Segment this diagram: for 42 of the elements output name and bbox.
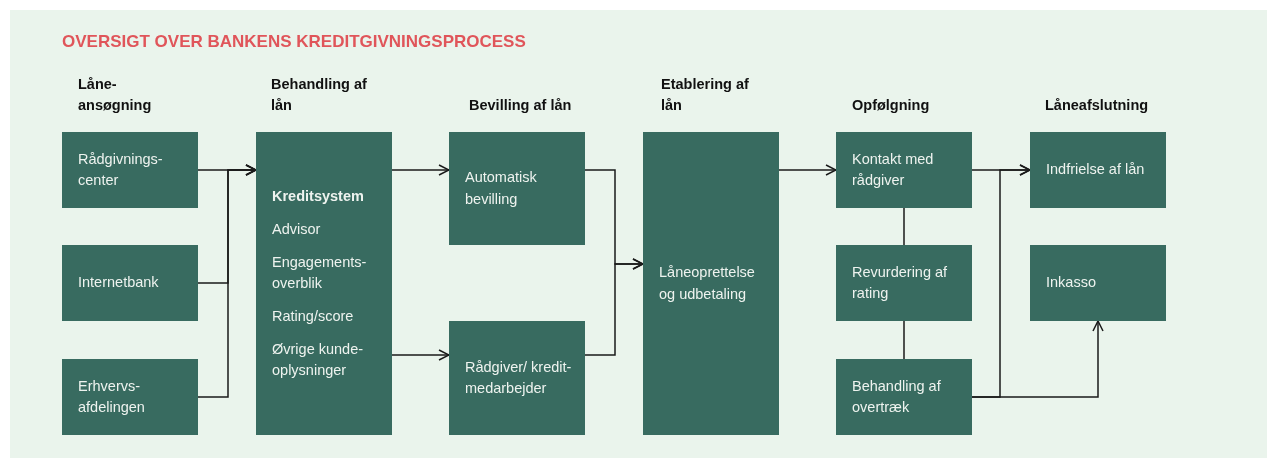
column-heading: Låneafslutning [1045, 96, 1150, 115]
box-text: Behandling af overtræk [852, 377, 942, 417]
box-text: Internetbank [78, 273, 160, 293]
arrow [391, 164, 450, 176]
box-text: Rating/score [272, 307, 355, 326]
connector-line [903, 320, 905, 360]
process-box [449, 321, 585, 435]
column-heading: Behandling af lån [271, 74, 368, 115]
process-box [62, 245, 198, 321]
diagram-title: OVERSIGT OVER BANKENS KREDITGIVNINGSPROCESS [62, 32, 526, 52]
box-text: Rådgivnings-center [78, 150, 164, 190]
box-text: Inkasso [1046, 273, 1097, 293]
process-box [1030, 245, 1166, 321]
box-text: Rådgiver/ kredit-medarbejder [465, 358, 573, 398]
arrow [584, 258, 644, 356]
process-box [62, 359, 198, 435]
process-box [836, 245, 972, 321]
process-box [836, 132, 972, 208]
box-text: Revurdering af rating [852, 263, 949, 303]
box-text: Indfrielse af lån [1046, 160, 1146, 180]
process-box [643, 132, 779, 435]
box-text: Engagements-overblik [272, 252, 368, 293]
box-text: Automatisk bevilling [465, 168, 538, 209]
box-text: Advisor [272, 219, 322, 239]
process-box [256, 132, 392, 435]
process-box [836, 359, 972, 435]
process-box [62, 132, 198, 208]
box-text: Erhvervs-afdelingen [78, 377, 146, 417]
arrow [197, 164, 257, 398]
column-heading: Opfølgning [852, 96, 931, 115]
arrow [778, 164, 837, 176]
box-text: Øvrige kunde-oplysninger [272, 340, 365, 381]
box-text: Låneoprettelse og udbetaling [659, 263, 756, 304]
box-text: Kontakt med rådgiver [852, 150, 935, 190]
column-heading: Etablering af lån [661, 74, 750, 115]
process-box [1030, 132, 1166, 208]
connector-line [903, 207, 905, 246]
process-box [449, 132, 585, 245]
box-heading: Kreditsystem [272, 186, 365, 206]
arrow [971, 320, 1104, 398]
column-heading: Bevilling af lån [469, 96, 573, 115]
arrow [391, 349, 450, 361]
